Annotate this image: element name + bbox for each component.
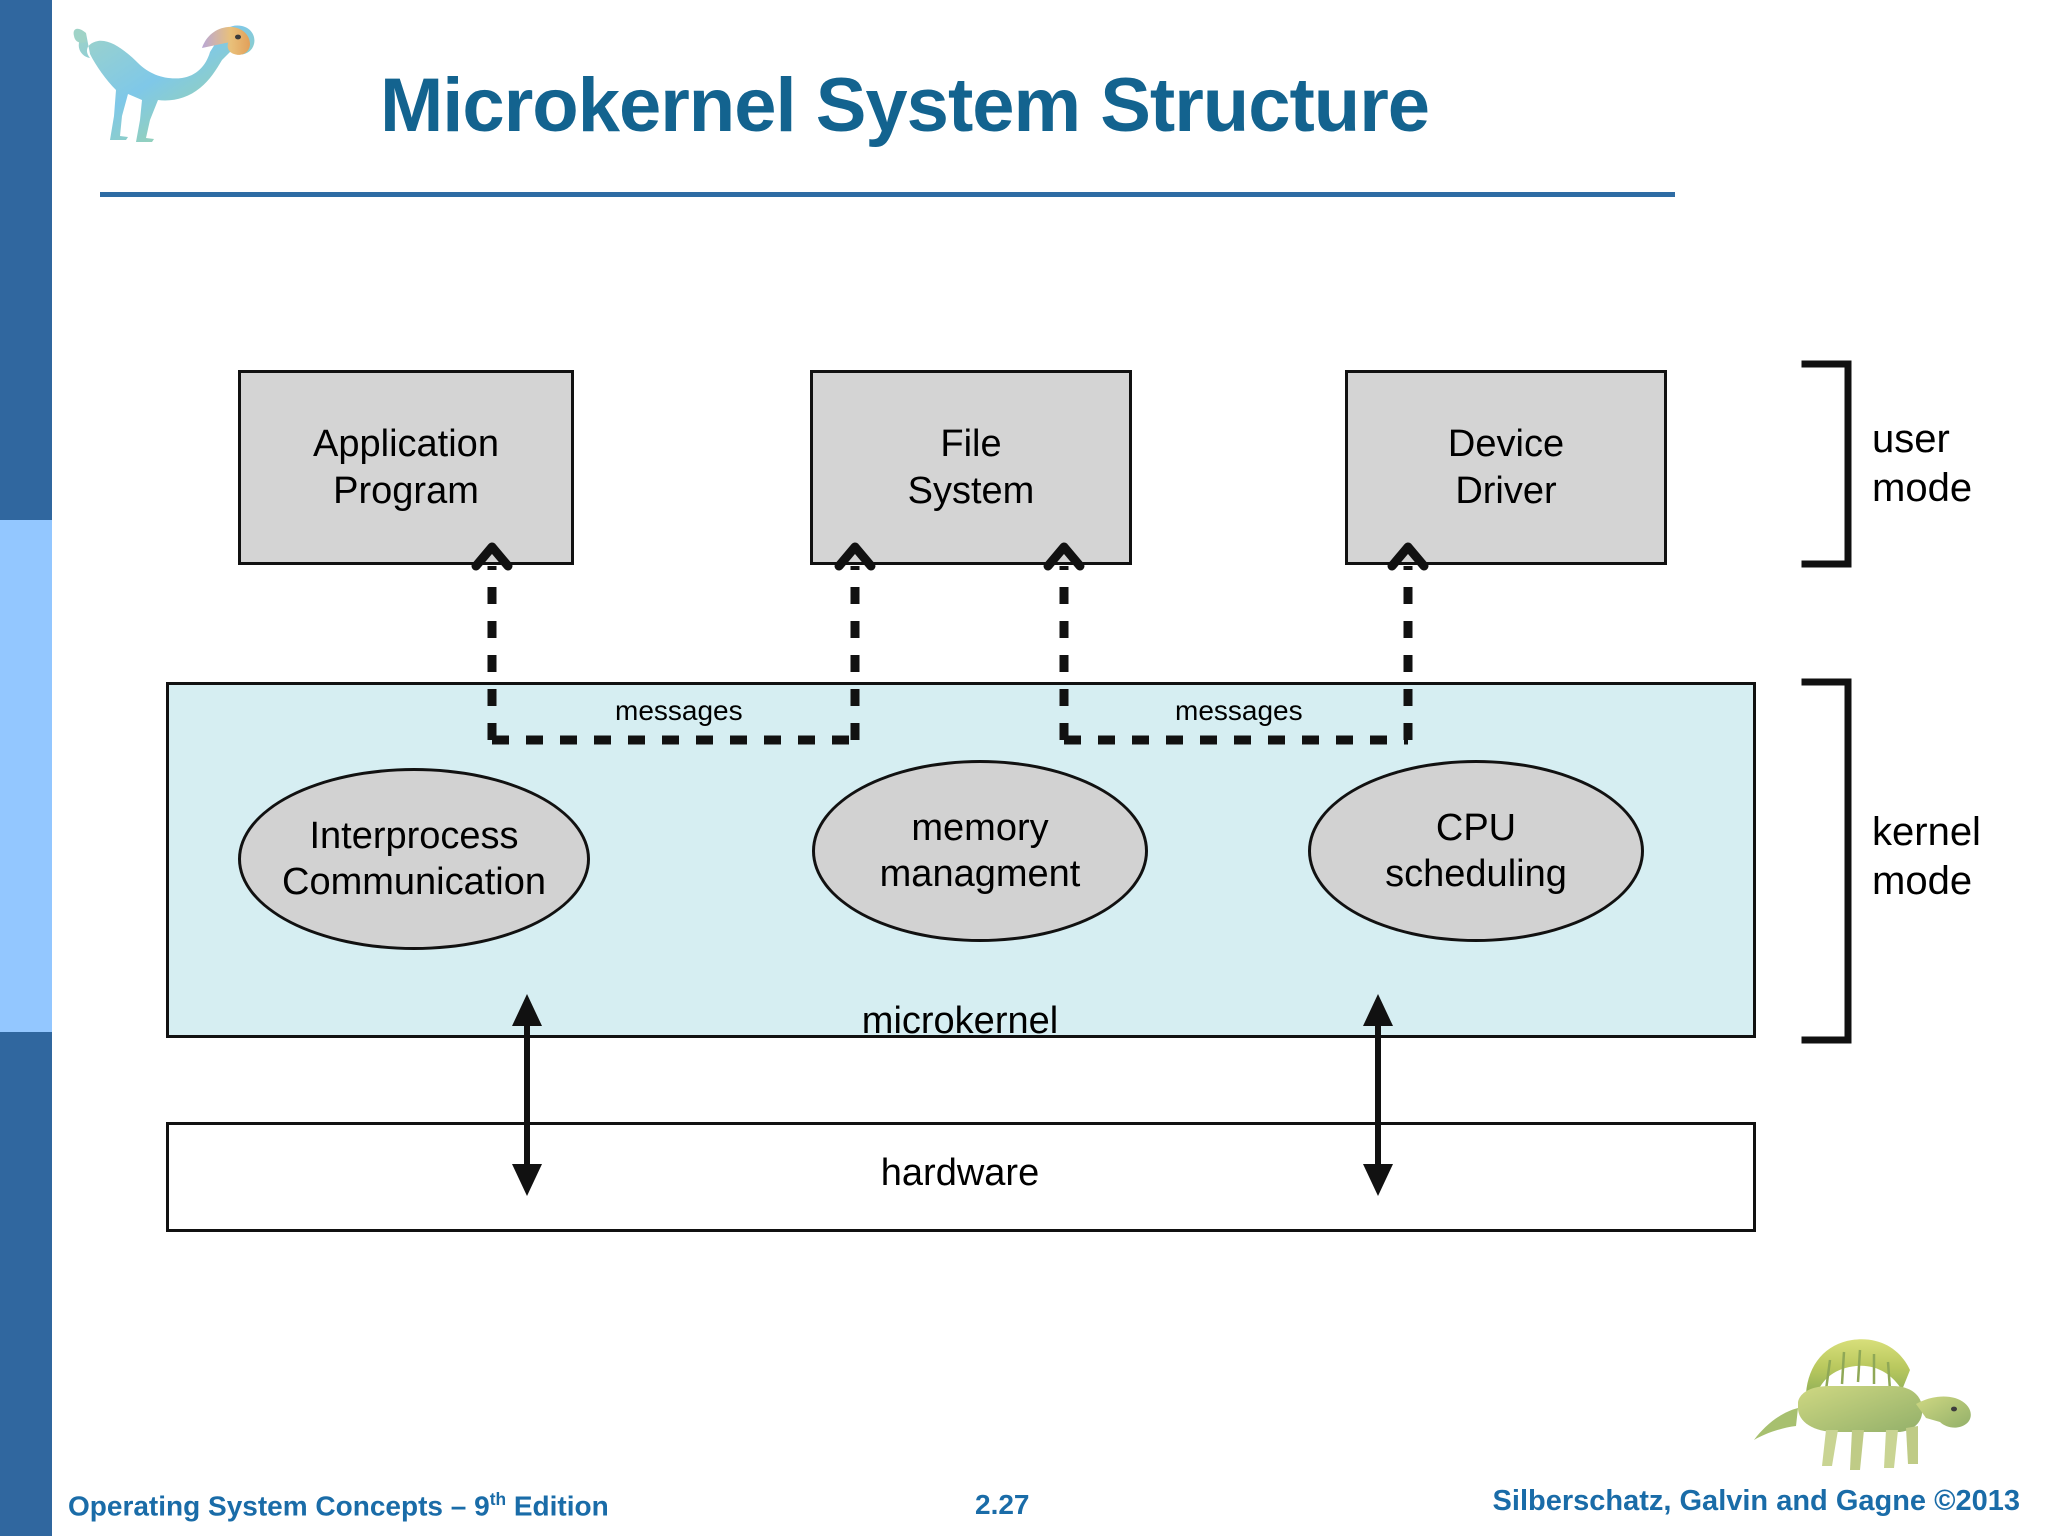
hardware-label: hardware [880, 1152, 1040, 1194]
kernel-mode-line2: mode [1872, 858, 1973, 903]
footer-edition-post: Edition [506, 1490, 609, 1522]
messages-label-right: messages [1175, 695, 1303, 726]
slide-number: 2.27 [975, 1489, 1030, 1520]
box-device-driver-line1: Device [1447, 423, 1565, 466]
page-title: Microkernel System Structure [380, 63, 1430, 148]
sidebar-band-top [0, 0, 52, 520]
footer-copyright: Silberschatz, Galvin and Gagne ©2013 [1492, 1485, 2020, 1517]
ellipse-memory-line1: memory [911, 806, 1049, 849]
box-file-system: File System [810, 370, 1132, 565]
kernel-mode-label: kernel mode [1872, 808, 1981, 906]
box-file-system-line1: File [940, 423, 1002, 466]
ellipse-cpu-line1: CPU [1435, 806, 1517, 849]
box-device-driver-line2: Driver [1455, 469, 1557, 512]
sidebar-band-middle [0, 520, 52, 1032]
box-application-program: Application Program [238, 370, 574, 565]
bracket-user-mode [1801, 360, 1852, 568]
arrowhead-right-up [1363, 994, 1393, 1026]
box-file-system-line2: System [907, 469, 1035, 512]
messages-label-left: messages [615, 695, 743, 726]
title-divider [100, 192, 1675, 197]
microkernel-label: microkernel [861, 1000, 1059, 1042]
box-application-program-line2: Program [333, 469, 479, 512]
sidebar-band-bottom [0, 1032, 52, 1536]
arrowhead-left-down [512, 1164, 542, 1196]
ellipse-interprocess-communication: Interprocess Communication [238, 768, 590, 950]
dashed-arrowheads [471, 542, 1429, 571]
user-mode-line2: mode [1872, 465, 1973, 510]
arrowhead-left-up [512, 994, 542, 1026]
ellipse-cpu-scheduling: CPU scheduling [1308, 760, 1644, 942]
dimetrodon-icon [1754, 1339, 1971, 1470]
footer-edition: Operating System Concepts – 9th Edition [68, 1489, 609, 1522]
ellipse-cpu-line2: scheduling [1385, 853, 1567, 895]
footer-edition-pre: Operating System Concepts – 9 [68, 1490, 490, 1522]
footer-edition-ordinal: th [489, 1489, 507, 1509]
ellipse-ipc-line1: Interprocess [309, 814, 519, 857]
ellipse-memory-managment: memory managment [812, 760, 1148, 942]
arrowhead-right-down [1363, 1164, 1393, 1196]
box-application-program-line1: Application [313, 423, 499, 466]
dashed-link-filesystem-devicedriver [1059, 566, 1413, 745]
bracket-kernel-mode [1801, 678, 1852, 1044]
box-device-driver: Device Driver [1345, 370, 1667, 565]
user-mode-label: user mode [1872, 415, 1972, 513]
user-mode-line1: user [1872, 417, 1950, 461]
hardware-box [166, 1122, 1756, 1232]
ellipse-ipc-line2: Communication [282, 861, 546, 903]
ellipse-memory-line2: managment [879, 853, 1081, 895]
dashed-link-application-ipc [487, 566, 855, 745]
kernel-mode-line1: kernel [1872, 810, 1981, 854]
dinosaur-icon [73, 25, 255, 142]
